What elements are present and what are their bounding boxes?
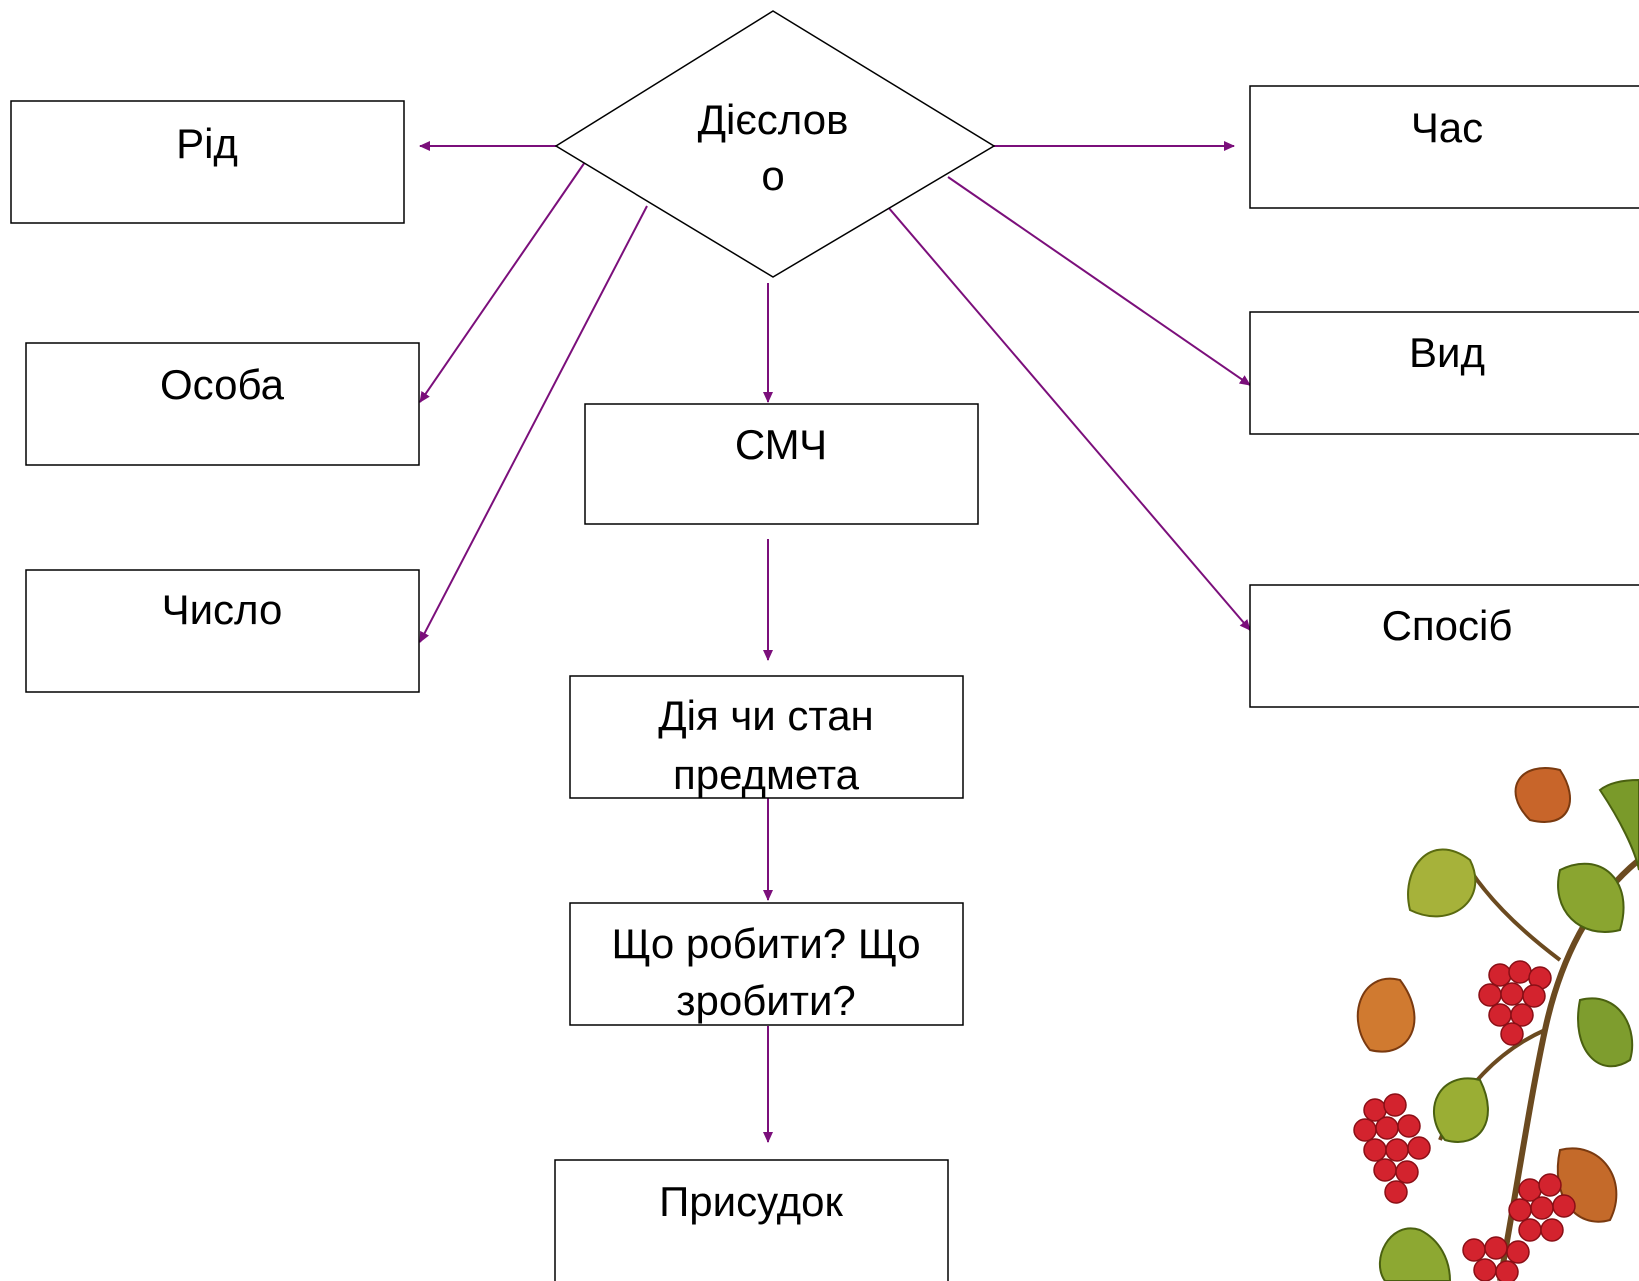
arrow-to-sposib: [887, 206, 1251, 631]
box-rid-label: Рід: [176, 120, 238, 167]
box-rid: Рід: [10, 100, 405, 224]
box-diya-line-2: предмета: [673, 751, 860, 798]
box-diya: Дія чи стан предмета: [569, 675, 964, 799]
box-vyd-label: Вид: [1409, 329, 1485, 376]
box-smch: СМЧ: [584, 403, 979, 525]
box-osoba: Особа: [25, 342, 420, 466]
box-diya-line-1: Дія чи стан: [658, 692, 874, 739]
node-dieslovo-line-2: о: [761, 152, 784, 199]
arrow-to-chyslo: [419, 205, 648, 643]
box-smch-label: СМЧ: [735, 421, 827, 468]
box-sposib: Спосіб: [1249, 584, 1639, 708]
node-dieslovo: Дієслов о: [554, 10, 996, 278]
box-prysudok: Присудок: [554, 1159, 949, 1281]
arrow-to-osoba: [419, 161, 586, 403]
viburnum-decoration-icon: [1353, 767, 1639, 1281]
box-chas: Час: [1249, 85, 1639, 209]
box-sposib-label: Спосіб: [1382, 602, 1513, 649]
node-dieslovo-line-1: Дієслов: [698, 96, 849, 143]
box-vyd: Вид: [1249, 311, 1639, 435]
box-chyslo-label: Число: [162, 586, 283, 633]
box-prysudok-label: Присудок: [659, 1178, 843, 1225]
box-chyslo: Число: [25, 569, 420, 693]
box-chas-label: Час: [1411, 104, 1483, 151]
box-pytannya-line-1: Що робити? Що: [611, 920, 920, 967]
box-pytannya: Що робити? Що зробити?: [569, 902, 964, 1026]
box-pytannya-line-2: зробити?: [676, 977, 856, 1024]
box-osoba-label: Особа: [160, 361, 285, 408]
arrow-to-vyd: [947, 176, 1251, 386]
